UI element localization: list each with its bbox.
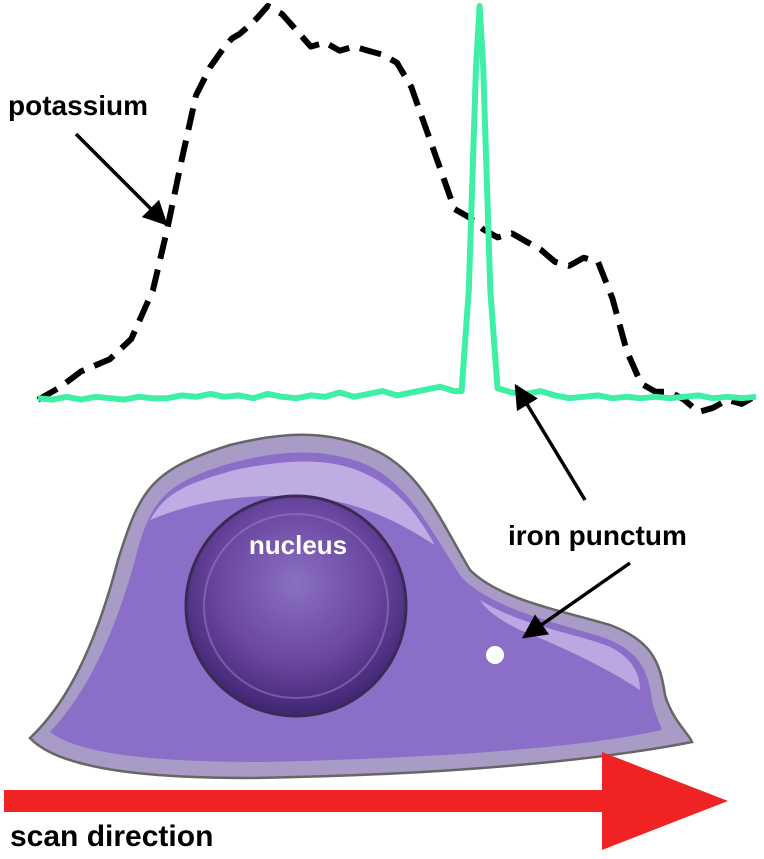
scan-arrow-head xyxy=(602,752,728,850)
scan-arrow-shaft xyxy=(4,790,608,812)
cell-highlight xyxy=(150,461,435,545)
cell-highlight-right xyxy=(480,600,640,690)
iron-punctum-label: iron punctum xyxy=(508,520,687,551)
iron-peak-pointer-arrow xyxy=(514,383,587,501)
potassium-label: potassium xyxy=(8,90,148,121)
cell: nucleus xyxy=(28,433,694,780)
nucleus-inner-ring xyxy=(203,513,389,699)
trace-chart xyxy=(36,3,758,415)
scan-direction-arrow xyxy=(4,752,728,850)
iron-punctum-dot xyxy=(486,646,504,664)
nucleus xyxy=(184,494,408,718)
scan-direction-label: scan direction xyxy=(10,820,213,853)
potassium-trace-line xyxy=(36,3,758,415)
iron-trace-line xyxy=(37,3,757,403)
potassium-pointer-arrow xyxy=(74,132,168,226)
iron-punctum-pointer-arrow xyxy=(521,561,632,639)
nucleus-label: nucleus xyxy=(249,530,347,560)
